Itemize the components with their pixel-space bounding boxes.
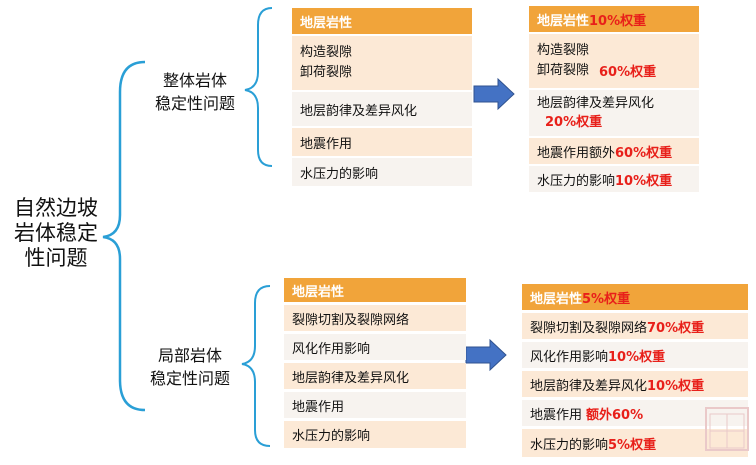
local-left-row-0: 地层岩性 [284, 278, 466, 302]
root-line-1: 自然边坡 [14, 196, 98, 220]
local-label: 局部岩体 稳定性问题 [140, 344, 240, 390]
root-line-3: 性问题 [24, 246, 88, 270]
whole-right-row-1: 构造裂隙 卸荷裂隙 60%权重 [529, 34, 699, 88]
main-brace [102, 60, 146, 412]
whole-left-row-2: 地层韵律及差异风化 [292, 92, 472, 126]
whole-left-row-1: 构造裂隙 卸荷裂隙 [292, 36, 472, 90]
local-label-line-2: 稳定性问题 [149, 369, 230, 388]
local-left-row-5: 水压力的影响 [284, 421, 466, 448]
local-factor-table: 地层岩性 裂隙切割及裂隙网络 风化作用影响 地层韵律及差异风化 地震作用 水压力… [284, 278, 466, 448]
seal-stamp [705, 407, 749, 451]
local-left-row-1: 裂隙切割及裂隙网络 [284, 305, 466, 331]
whole-label-line-2: 稳定性问题 [154, 94, 235, 113]
local-arrow [465, 338, 507, 372]
whole-left-row-4: 水压力的影响 [292, 158, 472, 186]
whole-brace [244, 7, 273, 167]
local-brace [241, 285, 271, 447]
whole-left-row-0: 地层岩性 [292, 8, 472, 34]
whole-factor-table: 地层岩性 构造裂隙 卸荷裂隙 地层韵律及差异风化 地震作用 水压力的影响 [292, 8, 472, 186]
seal-pattern [709, 413, 745, 449]
whole-label: 整体岩体 稳定性问题 [145, 69, 245, 115]
local-left-row-4: 地震作用 [284, 392, 466, 418]
root-line-2: 岩体稳定 [14, 221, 98, 245]
local-left-row-3: 地层韵律及差异风化 [284, 363, 466, 389]
local-left-row-2: 风化作用影响 [284, 334, 466, 360]
local-label-line-1: 局部岩体 [157, 346, 222, 365]
root-label: 自然边坡 岩体稳定 性问题 [8, 196, 104, 271]
whole-arrow [473, 77, 515, 111]
whole-label-line-1: 整体岩体 [162, 71, 227, 90]
whole-left-row-3: 地震作用 [292, 128, 472, 156]
